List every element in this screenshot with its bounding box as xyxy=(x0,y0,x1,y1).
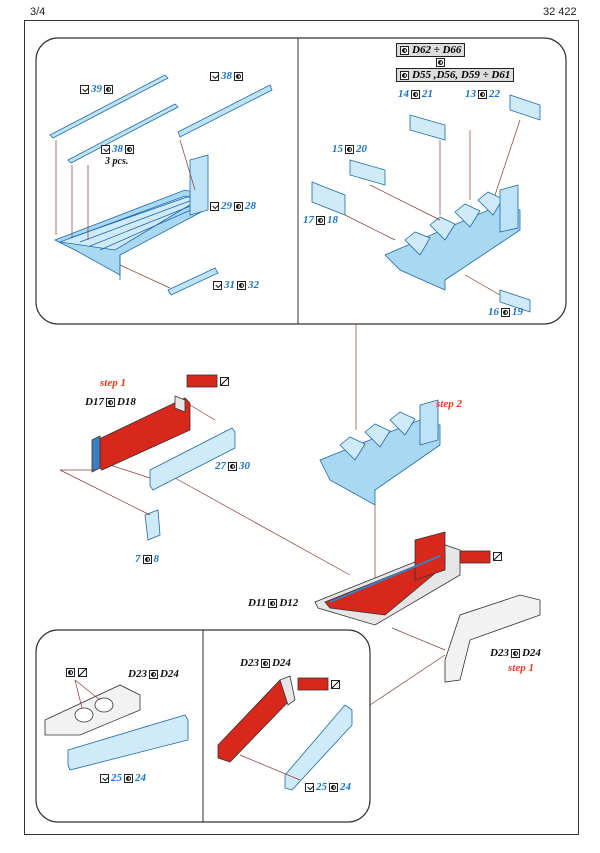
half-etch-icon xyxy=(234,71,243,81)
half-etch-icon xyxy=(316,215,325,225)
half-etch-icon xyxy=(66,668,75,677)
label-38a: 38 xyxy=(210,70,243,82)
side-wall-gray xyxy=(444,594,541,683)
rear-wall-etch xyxy=(144,427,236,541)
check-icon xyxy=(210,71,219,81)
rhd-icon xyxy=(400,70,409,80)
check-icon xyxy=(101,144,110,154)
label-d62-d66: D62 ÷ D66 xyxy=(396,43,466,57)
paint-icon xyxy=(493,552,502,561)
leader-detail xyxy=(369,654,446,706)
check-icon xyxy=(80,84,89,94)
half-etch-icon xyxy=(148,669,158,679)
paint-swatch-2 xyxy=(459,550,491,564)
paint-icon xyxy=(78,668,87,677)
half-etch-icon xyxy=(329,782,338,792)
half-etch-icon xyxy=(228,461,237,471)
page-frame xyxy=(24,20,579,835)
half-etch-icon xyxy=(436,58,445,67)
leaders-detail-left xyxy=(74,679,101,709)
half-etch-icon xyxy=(510,648,520,658)
half-etch-icon xyxy=(501,307,510,317)
paint-icon xyxy=(220,377,229,386)
label-step1b: step 1 xyxy=(508,662,534,674)
half-etch-icon xyxy=(125,144,134,154)
side-wall-detail xyxy=(217,675,296,763)
set-code: 32 422 xyxy=(543,6,577,18)
strip-parts-left xyxy=(49,74,273,296)
seat-frame-assembly xyxy=(311,94,541,313)
half-etch-icon xyxy=(411,89,420,99)
top-panel xyxy=(35,37,567,325)
label-step1: step 1 xyxy=(100,377,126,389)
half-etch-icon xyxy=(104,84,113,94)
half-etch-icon xyxy=(237,280,246,290)
half-etch-icon xyxy=(345,144,354,154)
label-39: 39 xyxy=(80,83,113,95)
check-icon xyxy=(305,782,314,792)
half-etch-icon xyxy=(268,598,278,608)
half-etch-icon xyxy=(234,201,243,211)
label-d55-d61: D55 ,D56, D59 ÷ D61 xyxy=(396,68,515,82)
leaders-left xyxy=(55,139,196,289)
page-number: 3/4 xyxy=(30,6,46,18)
half-etch-icon xyxy=(105,397,115,407)
half-etch-icon xyxy=(142,554,152,564)
side-wall-detail-etch xyxy=(284,704,353,791)
label-icons-detail xyxy=(66,668,87,677)
main-floor-red xyxy=(314,531,461,626)
step2-seat-frame xyxy=(319,399,441,506)
leaders-step1 xyxy=(59,404,351,576)
label-38b: 38 xyxy=(101,143,134,155)
paint-icon xyxy=(331,680,340,689)
leader-side-wall xyxy=(391,627,446,651)
check-icon xyxy=(100,773,109,783)
half-etch-icon xyxy=(478,89,487,99)
paint-swatch-3 xyxy=(297,677,329,691)
rear-wall-red xyxy=(91,395,191,473)
label-step2: step 2 xyxy=(436,398,462,410)
check-icon xyxy=(210,201,219,211)
half-etch-icon xyxy=(260,658,270,668)
floor-assembly-left xyxy=(54,154,209,280)
check-icon xyxy=(213,280,222,290)
leaders-right xyxy=(344,119,521,296)
paint-swatch-1 xyxy=(186,374,218,388)
half-etch-icon xyxy=(124,773,133,783)
label-pcs: 3 pcs. xyxy=(105,156,129,167)
bracket-detail xyxy=(44,684,141,736)
leader-detail-right xyxy=(239,754,301,781)
lhd-icon xyxy=(400,45,409,55)
bracket-etch xyxy=(67,714,189,771)
